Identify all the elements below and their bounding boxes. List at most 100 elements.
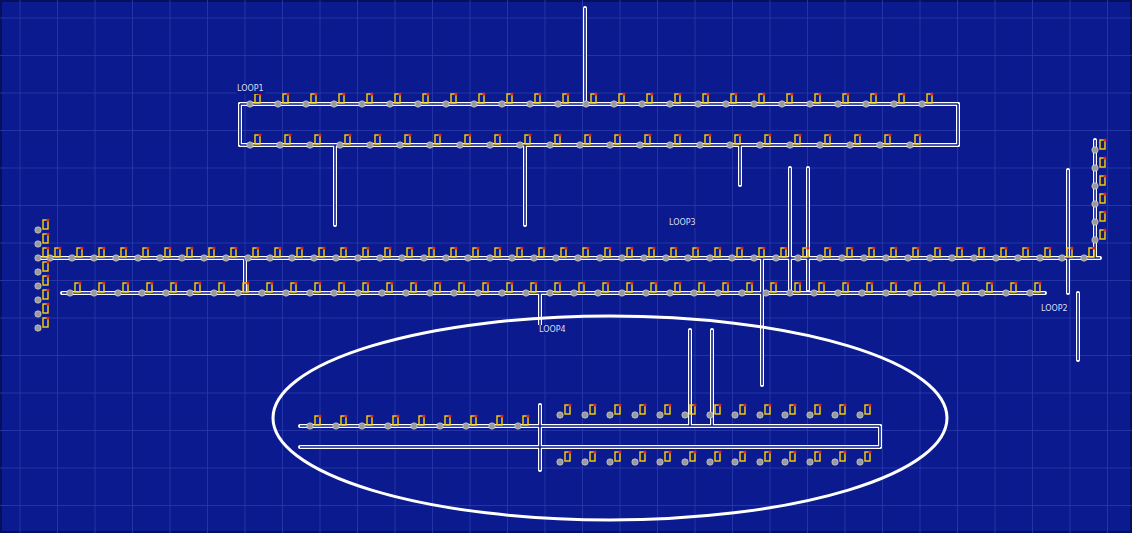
status-dot xyxy=(342,92,345,95)
loop-label: LOOP4 xyxy=(538,325,567,335)
junction-dot xyxy=(835,290,841,296)
valve-symbol xyxy=(757,403,772,418)
loop-label: LOOP2 xyxy=(1040,304,1069,314)
grid-line xyxy=(0,130,1132,131)
status-dot xyxy=(990,281,993,284)
junction-dot xyxy=(707,255,713,261)
valve-symbol xyxy=(515,414,530,429)
grid-line xyxy=(470,0,471,533)
valve-symbol xyxy=(863,92,878,107)
junction-dot xyxy=(919,101,925,107)
status-dot xyxy=(294,281,297,284)
junction-dot xyxy=(607,412,613,418)
junction-dot xyxy=(1092,237,1098,243)
junction-dot xyxy=(91,290,97,296)
junction-dot xyxy=(35,297,41,303)
valve-symbol xyxy=(283,281,298,296)
status-dot xyxy=(486,281,489,284)
status-dot xyxy=(846,92,849,95)
status-dot xyxy=(46,274,49,277)
valve-symbol xyxy=(595,281,610,296)
valve-symbol xyxy=(807,92,822,107)
status-dot xyxy=(774,281,777,284)
junction-dot xyxy=(515,423,521,429)
grid-line xyxy=(57,0,58,533)
junction-dot xyxy=(1092,147,1098,153)
status-dot xyxy=(432,246,435,249)
valve-symbol xyxy=(451,281,466,296)
status-dot xyxy=(348,133,351,136)
status-dot xyxy=(708,133,711,136)
valve-symbol xyxy=(763,281,778,296)
pipe-bore xyxy=(584,8,586,104)
junction-dot xyxy=(595,290,601,296)
valve-symbol xyxy=(979,281,994,296)
loop-label: LOOP1 xyxy=(236,84,265,94)
valve-symbol xyxy=(443,92,458,107)
valve-symbol xyxy=(211,281,226,296)
status-dot xyxy=(750,281,753,284)
grid-line xyxy=(0,55,1132,56)
valve-symbol xyxy=(883,281,898,296)
junction-dot xyxy=(499,101,505,107)
valve-symbol xyxy=(499,281,514,296)
status-dot xyxy=(630,281,633,284)
valve-symbol xyxy=(355,246,370,261)
pipe xyxy=(806,168,810,290)
valve-symbol xyxy=(817,246,832,261)
status-dot xyxy=(858,133,861,136)
status-dot xyxy=(982,246,985,249)
junction-dot xyxy=(1081,255,1087,261)
valve-symbol xyxy=(267,246,282,261)
junction-dot xyxy=(35,283,41,289)
status-dot xyxy=(768,403,771,406)
junction-dot xyxy=(135,255,141,261)
junction-dot xyxy=(437,423,443,429)
status-dot xyxy=(966,281,969,284)
valve-symbol xyxy=(993,246,1008,261)
junction-dot xyxy=(35,241,41,247)
grid-line xyxy=(0,430,1132,431)
valve-symbol xyxy=(555,92,570,107)
valve-symbol xyxy=(832,403,847,418)
grid-line xyxy=(657,0,658,533)
junction-dot xyxy=(333,255,339,261)
status-dot xyxy=(222,281,225,284)
junction-dot xyxy=(667,101,673,107)
junction-dot xyxy=(387,101,393,107)
valve-symbol xyxy=(399,246,414,261)
valve-symbol xyxy=(905,246,920,261)
status-dot xyxy=(793,403,796,406)
junction-dot xyxy=(949,255,955,261)
junction-dot xyxy=(641,255,647,261)
junction-dot xyxy=(379,290,385,296)
junction-dot xyxy=(1015,255,1021,261)
junction-dot xyxy=(782,412,788,418)
status-dot xyxy=(438,133,441,136)
junction-dot xyxy=(685,255,691,261)
valve-symbol xyxy=(657,450,672,465)
valve-symbol xyxy=(303,92,318,107)
valve-symbol xyxy=(835,281,850,296)
valve-symbol xyxy=(527,92,542,107)
valve-symbol xyxy=(245,246,260,261)
grid-line xyxy=(95,0,96,533)
valve-symbol xyxy=(927,246,942,261)
status-dot xyxy=(668,450,671,453)
valve-symbol xyxy=(727,133,742,148)
junction-dot xyxy=(289,255,295,261)
valve-symbol xyxy=(179,246,194,261)
status-dot xyxy=(818,450,821,453)
junction-dot xyxy=(465,255,471,261)
junction-dot xyxy=(489,423,495,429)
junction-dot xyxy=(259,290,265,296)
junction-dot xyxy=(795,255,801,261)
valve-symbol xyxy=(632,403,647,418)
status-dot xyxy=(1014,281,1017,284)
junction-dot xyxy=(303,101,309,107)
junction-dot xyxy=(817,255,823,261)
valve-symbol xyxy=(782,450,797,465)
status-dot xyxy=(126,281,129,284)
valve-symbol xyxy=(553,246,568,261)
grid-line xyxy=(545,0,546,533)
